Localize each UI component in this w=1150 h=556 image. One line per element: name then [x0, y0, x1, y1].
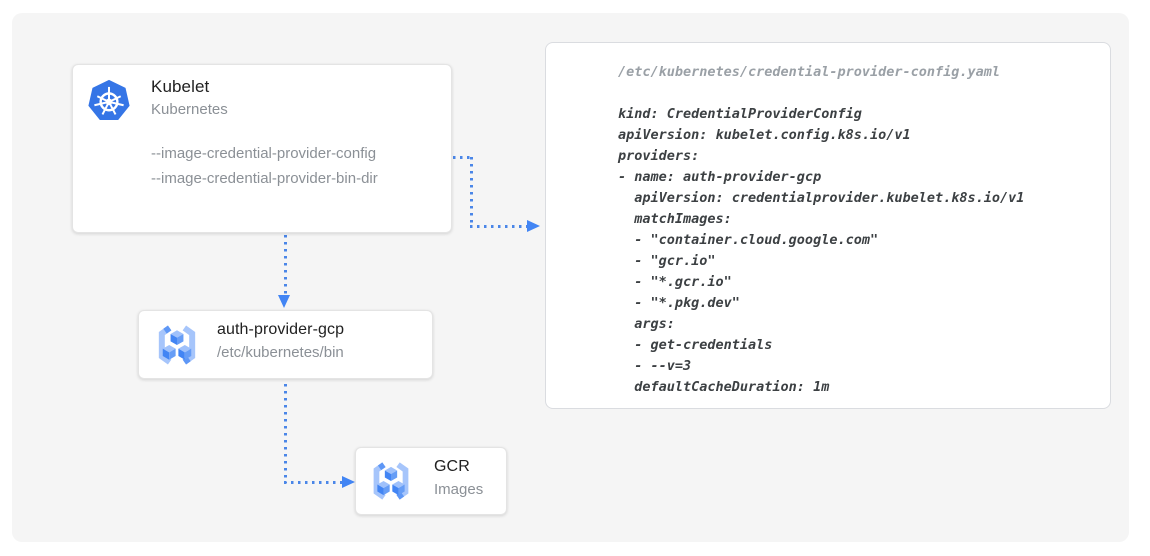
yaml-line: - name: auth-provider-gcp	[618, 169, 822, 185]
connector-auth-provider-to-gcr	[284, 481, 343, 484]
yaml-code-block: /etc/kubernetes/credential-provider-conf…	[618, 62, 1100, 398]
arrowhead-to-gcr-icon	[342, 476, 355, 488]
yaml-line: - get-credentials	[618, 337, 773, 353]
flag-image-credential-provider-bin-dir: --image-credential-provider-bin-dir	[151, 170, 378, 187]
gcr-node-card: GCR Images	[355, 447, 507, 515]
gcr-title: GCR	[434, 458, 470, 475]
yaml-file-path: /etc/kubernetes/credential-provider-conf…	[618, 64, 1001, 80]
connector-auth-provider-down	[284, 384, 287, 483]
yaml-line: - "*.gcr.io"	[618, 274, 732, 290]
container-registry-icon	[154, 322, 200, 368]
kubelet-subtitle: Kubernetes	[151, 101, 228, 118]
yaml-line: kind: CredentialProviderConfig	[618, 106, 862, 122]
kubernetes-logo-icon	[87, 79, 131, 123]
auth-provider-path: /etc/kubernetes/bin	[217, 344, 344, 361]
connector-config-flag-vertical	[470, 157, 473, 226]
arrowhead-to-yaml-panel-icon	[527, 220, 540, 232]
yaml-line: defaultCacheDuration: 1m	[618, 379, 830, 395]
container-registry-icon	[369, 459, 413, 503]
flag-image-credential-provider-config: --image-credential-provider-config	[151, 145, 377, 162]
connector-kubelet-to-auth-provider	[284, 221, 287, 296]
yaml-line: args:	[618, 316, 675, 332]
yaml-line: - "gcr.io"	[618, 253, 716, 269]
auth-provider-title: auth-provider-gcp	[217, 321, 345, 338]
yaml-line: matchImages:	[618, 211, 732, 227]
yaml-line: providers:	[618, 148, 700, 164]
yaml-line: apiVersion: kubelet.config.k8s.io/v1	[618, 127, 911, 143]
yaml-line: - "container.cloud.google.com"	[618, 232, 879, 248]
yaml-line: - --v=3	[618, 358, 692, 374]
kubelet-node-card: Kubelet Kubernetes --image-credential-pr…	[72, 64, 452, 233]
yaml-line: - "*.pkg.dev"	[618, 295, 740, 311]
kubelet-title: Kubelet	[151, 77, 210, 96]
auth-provider-gcp-node-card: auth-provider-gcp /etc/kubernetes/bin	[138, 310, 433, 379]
credential-provider-config-panel: /etc/kubernetes/credential-provider-conf…	[545, 42, 1111, 409]
kubelet-flags: --image-credential-provider-config --ima…	[151, 141, 378, 191]
gcr-subtitle: Images	[434, 481, 484, 498]
connector-config-flag-to-yaml	[470, 225, 527, 228]
yaml-line: apiVersion: credentialprovider.kubelet.k…	[618, 190, 1025, 206]
arrowhead-to-auth-provider-icon	[278, 295, 290, 308]
